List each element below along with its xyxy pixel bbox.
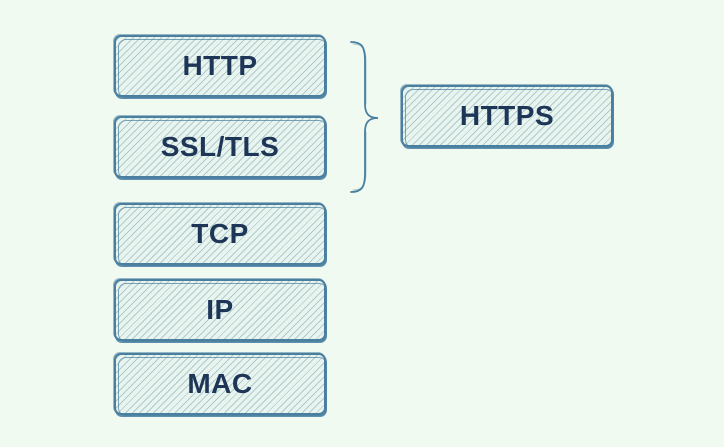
curly-brace-connector (350, 41, 379, 193)
combined-label-https: HTTPS (459, 100, 555, 131)
layer-label-http: HTTP (182, 50, 258, 81)
layer-label-tcp: TCP (191, 218, 249, 249)
layer-label-mac: MAC (187, 368, 253, 399)
layer-box-mac: MAC (114, 353, 327, 416)
layer-box-ip: IP (114, 279, 327, 342)
layer-box-tcp: TCP (114, 203, 327, 266)
layer-label-ip: IP (206, 294, 234, 325)
layer-box-ssl-tls: SSL/TLS (114, 116, 327, 179)
layer-label-ssl-tls: SSL/TLS (160, 131, 280, 162)
combined-box-https: HTTPS (401, 85, 614, 148)
layer-box-http: HTTP (114, 35, 327, 98)
